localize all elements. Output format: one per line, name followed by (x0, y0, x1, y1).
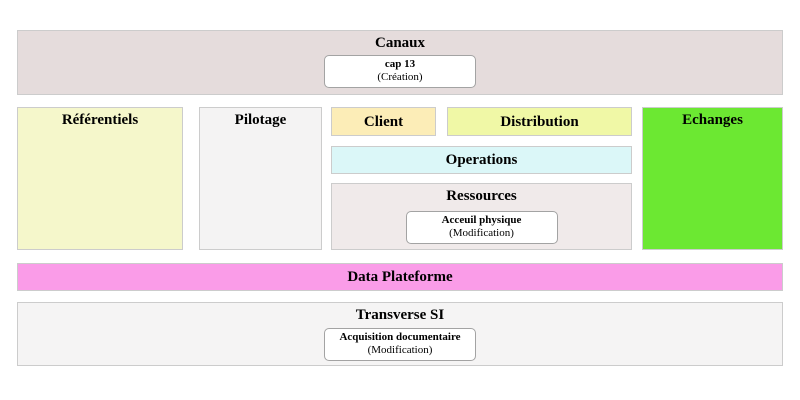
distribution-block: Distribution (447, 107, 632, 136)
client-block: Client (331, 107, 436, 136)
pilotage-block: Pilotage (199, 107, 322, 250)
acquisition-documentaire-card[interactable]: Acquisition documentaire (Modification) (324, 328, 476, 361)
referentiels-block: Référentiels (17, 107, 183, 250)
acceuil-physique-card[interactable]: Acceuil physique (Modification) (405, 211, 558, 244)
transverse-si-title: Transverse SI (355, 307, 445, 323)
ressources-block: Ressources Acceuil physique (Modificatio… (331, 183, 632, 250)
ressources-title: Ressources (446, 188, 517, 204)
cap13-card-title: cap 13 (384, 58, 416, 70)
canaux-title: Canaux (374, 35, 426, 51)
echanges-block: Echanges (642, 107, 783, 250)
cap13-card[interactable]: cap 13 (Création) (324, 55, 476, 88)
pilotage-title: Pilotage (234, 112, 287, 128)
transverse-si-band: Transverse SI Acquisition documentaire (… (17, 302, 783, 366)
acquisition-documentaire-card-subtitle: (Modification) (367, 344, 433, 356)
cap13-card-subtitle: (Création) (377, 71, 423, 83)
data-plateforme-band: Data Plateforme (17, 263, 783, 291)
operations-block: Operations (331, 146, 632, 174)
distribution-title: Distribution (500, 113, 579, 130)
canaux-band: Canaux cap 13 (Création) (17, 30, 783, 95)
referentiels-title: Référentiels (61, 112, 139, 128)
data-plateforme-title: Data Plateforme (347, 269, 453, 285)
acquisition-documentaire-card-title: Acquisition documentaire (339, 331, 461, 343)
client-title: Client (363, 113, 404, 130)
acceuil-physique-card-subtitle: (Modification) (449, 227, 514, 239)
acceuil-physique-card-title: Acceuil physique (441, 214, 522, 226)
echanges-title: Echanges (682, 112, 743, 128)
operations-title: Operations (445, 152, 518, 168)
